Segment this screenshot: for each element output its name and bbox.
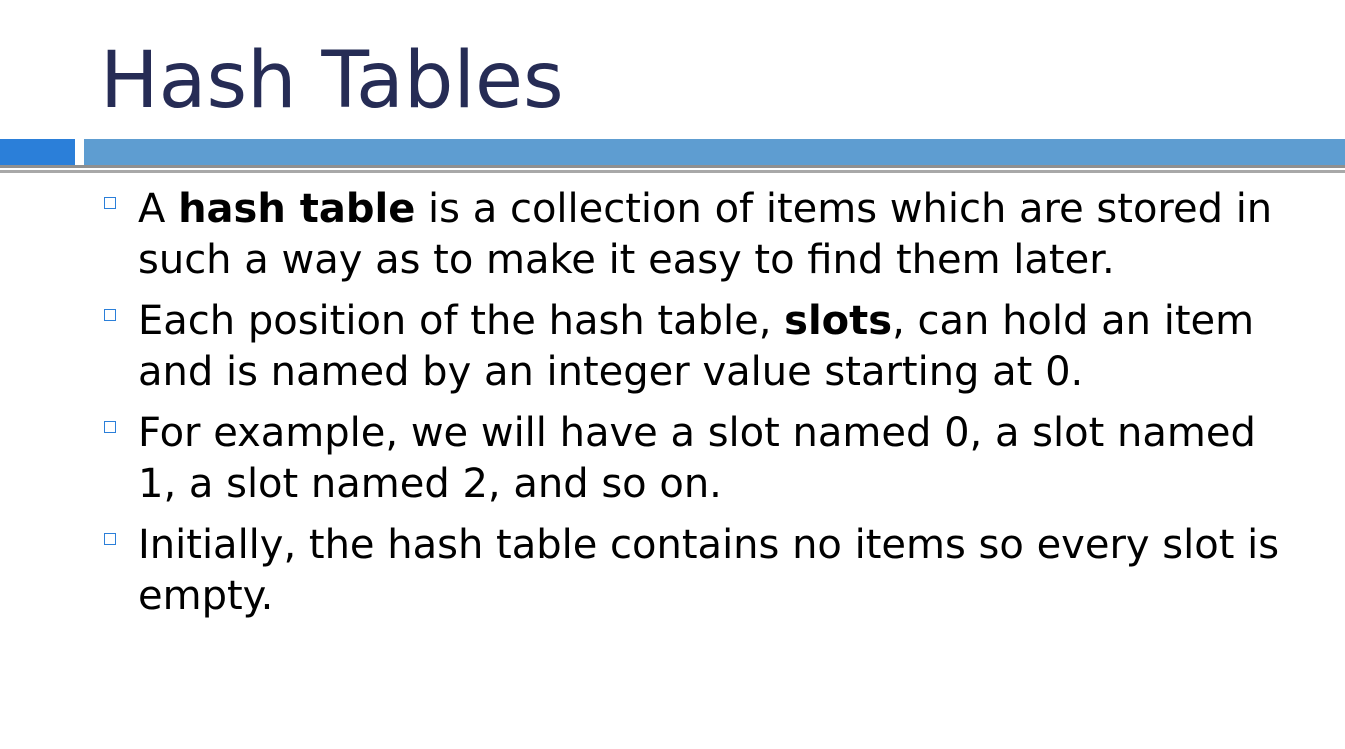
square-bullet-icon xyxy=(104,309,116,321)
accent-bar-left xyxy=(0,139,75,165)
divider-rule-bottom xyxy=(0,170,1345,173)
divider-rule-top xyxy=(0,165,1345,168)
bold-term: slots xyxy=(784,298,893,344)
square-bullet-icon xyxy=(104,421,116,433)
accent-bar-main xyxy=(84,139,1345,165)
square-bullet-icon xyxy=(104,533,116,545)
bullet-text: Initially, the hash table contains no it… xyxy=(138,522,1280,619)
bold-term: hash table xyxy=(178,186,416,232)
bullet-text: Each position of the hash table, slots, … xyxy=(138,298,1255,395)
bullet-item-4: Initially, the hash table contains no it… xyxy=(100,520,1300,622)
bullet-item-2: Each position of the hash table, slots, … xyxy=(100,296,1300,398)
bullet-list: A hash table is a collection of items wh… xyxy=(100,184,1300,632)
bullet-text: A hash table is a collection of items wh… xyxy=(138,186,1273,283)
square-bullet-icon xyxy=(104,197,116,209)
bullet-text: For example, we will have a slot named 0… xyxy=(138,410,1256,507)
slide-title: Hash Tables xyxy=(100,36,564,126)
bullet-item-1: A hash table is a collection of items wh… xyxy=(100,184,1300,286)
bullet-item-3: For example, we will have a slot named 0… xyxy=(100,408,1300,510)
